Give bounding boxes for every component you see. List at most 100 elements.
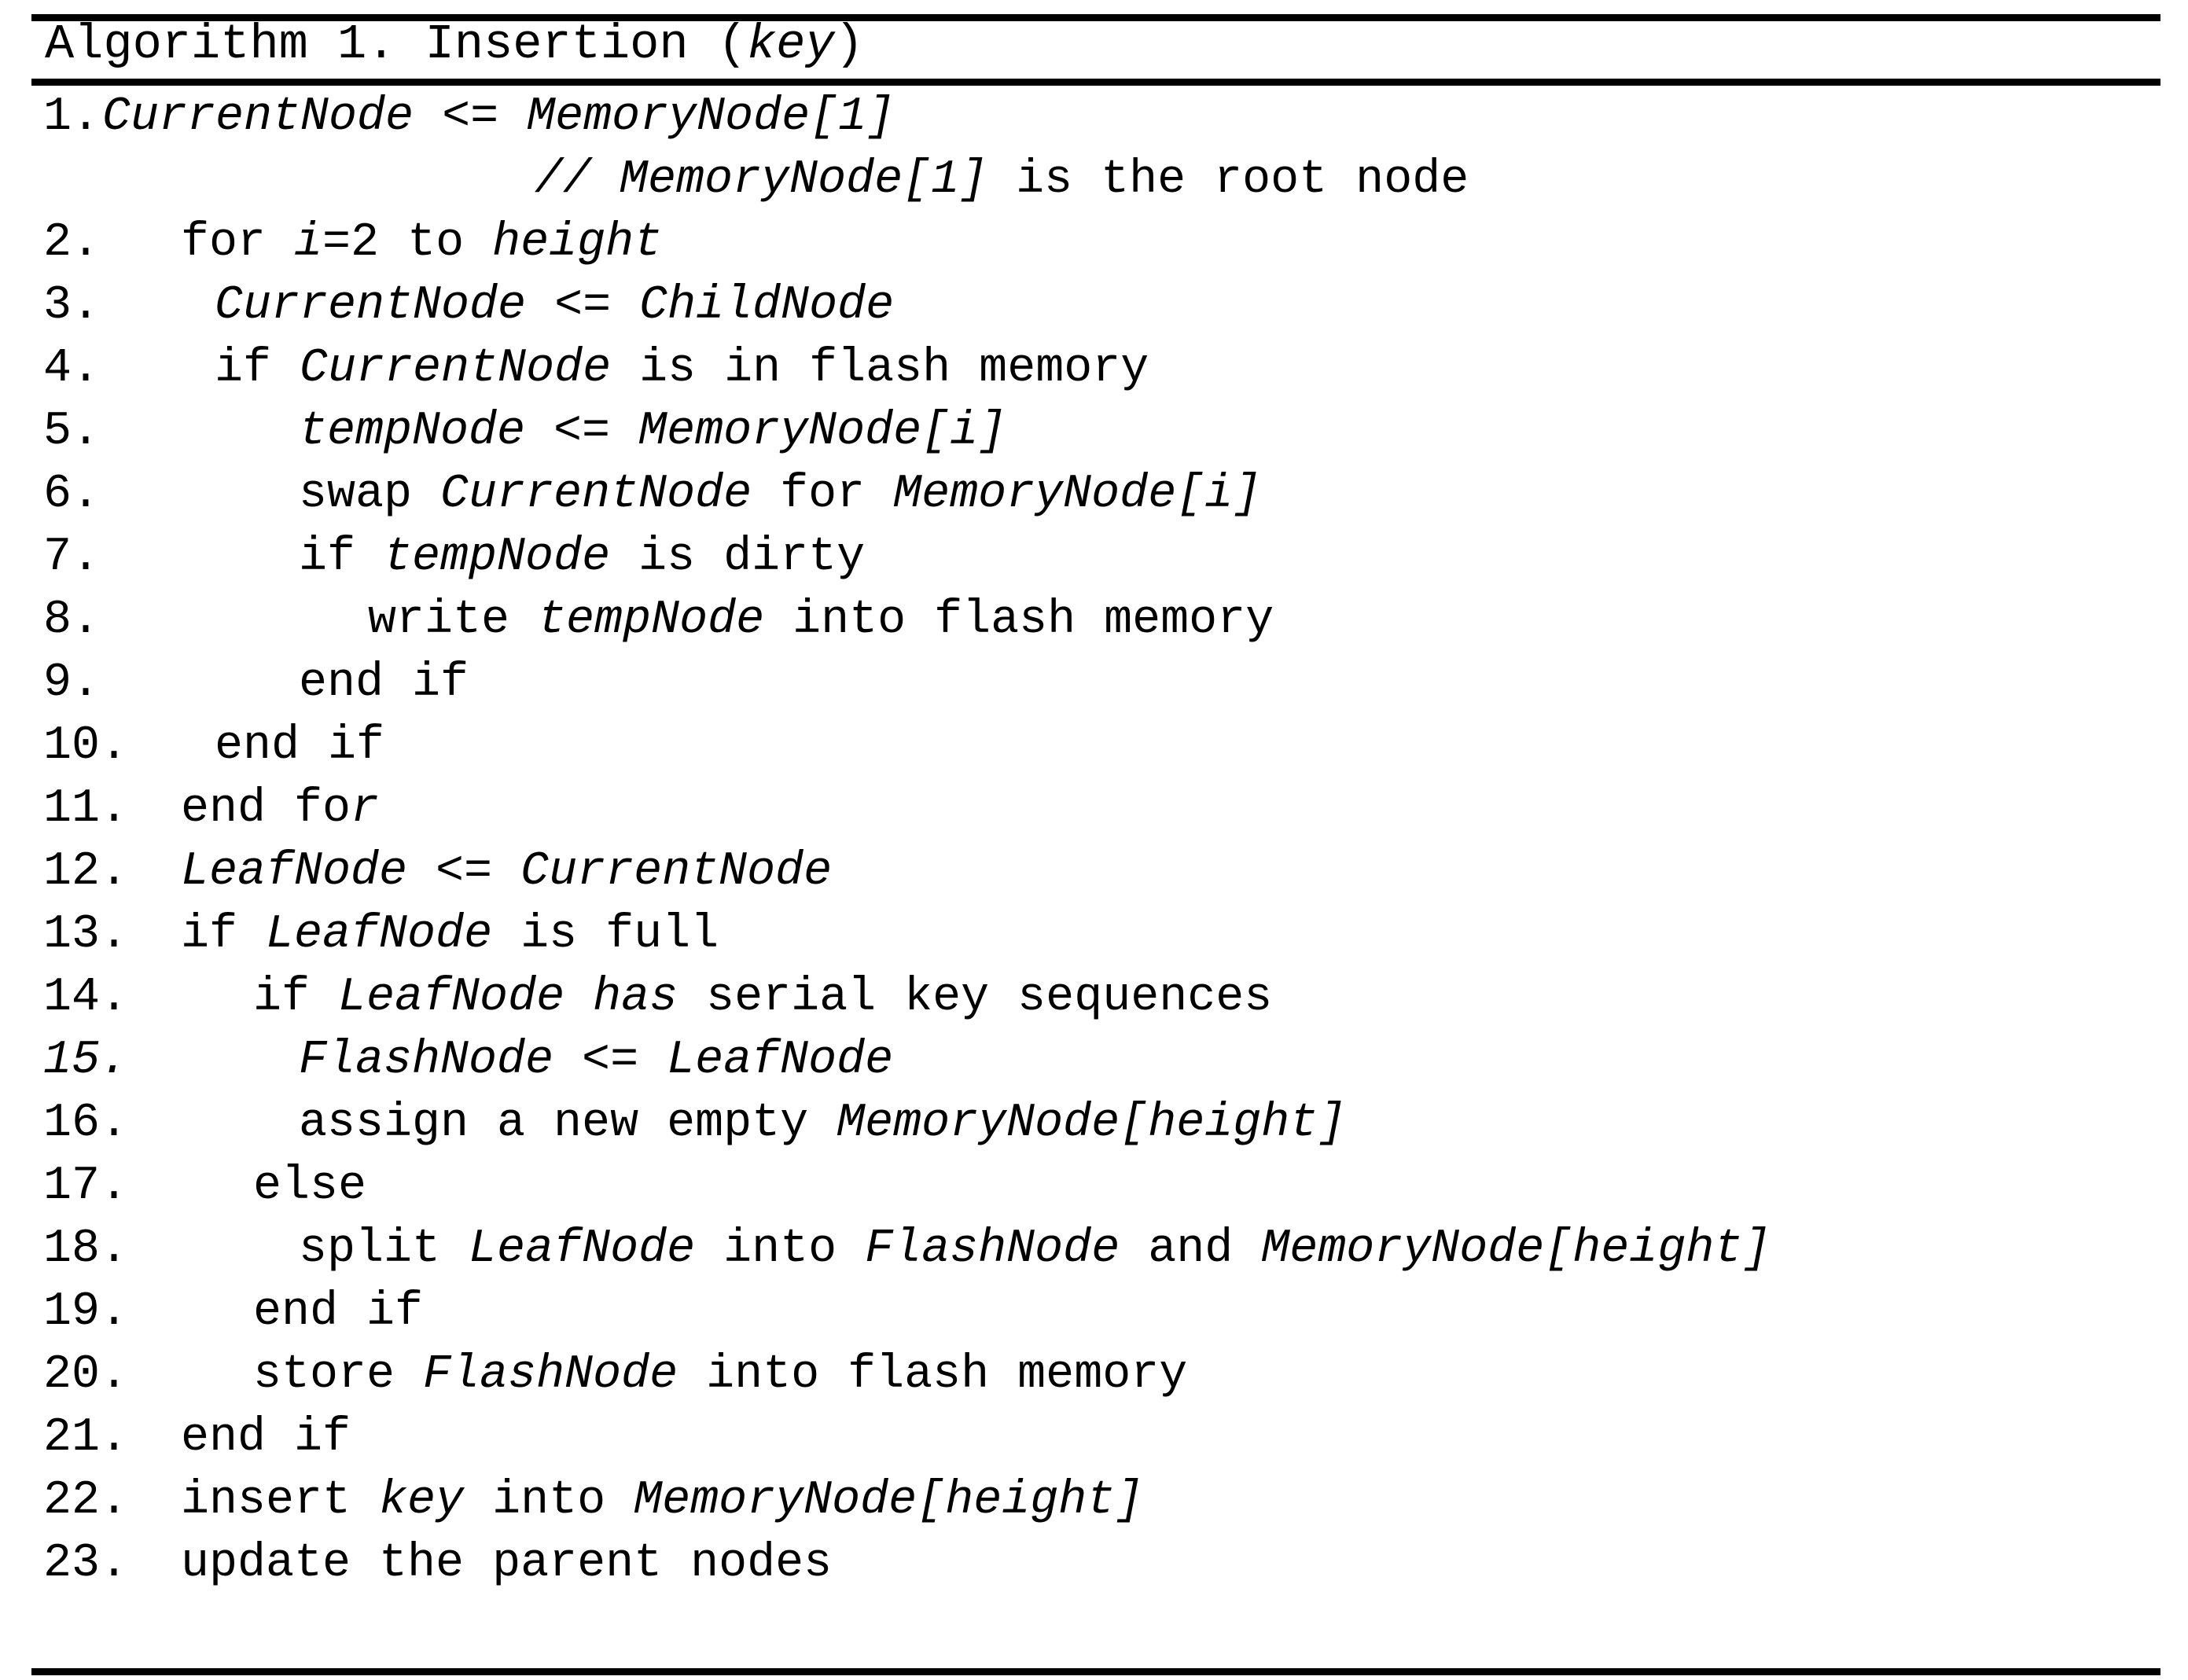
keyword-token: swap xyxy=(299,468,441,521)
keyword-token: store xyxy=(253,1348,424,1402)
keyword-token: insert xyxy=(181,1474,380,1527)
algorithm-title: Algorithm 1. Insertion (key) xyxy=(45,13,864,77)
keyword-token: else xyxy=(253,1160,367,1213)
pseudocode-line: 9. end if xyxy=(0,652,2188,715)
bottom-rule xyxy=(31,1668,2160,1675)
line-text: write tempNode into flash memory xyxy=(368,589,1274,652)
keyword-token: into flash memory xyxy=(678,1348,1188,1402)
line-number: 6. xyxy=(43,468,101,521)
line-text: update the parent nodes xyxy=(181,1532,832,1595)
line-text: if LeafNode has serial key sequences xyxy=(253,966,1272,1029)
line-text: split LeafNode into FlashNode and Memory… xyxy=(299,1218,1771,1281)
keyword-token: into xyxy=(464,1474,634,1527)
identifier-token: MemoryNode[height] xyxy=(1261,1222,1771,1276)
algorithm-title-suffix: ) xyxy=(834,17,864,72)
keyword-token: serial key sequences xyxy=(678,971,1273,1024)
line-number: 15. xyxy=(43,1034,129,1087)
pseudocode-line: 22. insert key into MemoryNode[height] xyxy=(0,1469,2188,1532)
line-text: if tempNode is dirty xyxy=(299,526,865,589)
pseudocode-line: 2. for i=2 to height xyxy=(0,211,2188,274)
pseudocode-line: 5. tempNode <= MemoryNode[i] xyxy=(0,400,2188,463)
identifier-token: tempNode <= MemoryNode[i] xyxy=(299,405,1007,458)
line-number: 18. xyxy=(43,1222,129,1276)
line-text: insert key into MemoryNode[height] xyxy=(181,1469,1143,1532)
keyword-token: and xyxy=(1120,1222,1262,1276)
line-number: 11. xyxy=(43,782,129,836)
line-number: 9. xyxy=(43,656,101,710)
pseudocode-line: 11. end for xyxy=(0,778,2188,840)
keyword-token: end if xyxy=(181,1411,351,1465)
identifier-token: LeafNode has xyxy=(338,971,678,1024)
line-number: 4. xyxy=(43,342,101,395)
line-number: 8. xyxy=(43,594,101,647)
line-text: assign a new empty MemoryNode[height] xyxy=(299,1092,1346,1155)
keyword-token: if xyxy=(181,908,267,961)
identifier-token: FlashNode xyxy=(865,1222,1120,1276)
line-number: 23. xyxy=(43,1537,129,1590)
keyword-token: end fo xyxy=(181,782,351,836)
line-text: end for xyxy=(181,778,379,840)
keyword-token: end if xyxy=(299,656,469,710)
identifier-token: MemoryNode[height] xyxy=(634,1474,1144,1527)
line-text: LeafNode <= CurrentNode xyxy=(181,840,832,903)
pseudocode-line: 21.end if xyxy=(0,1406,2188,1469)
line-text: end if xyxy=(181,1406,351,1469)
identifier-token: CurrentNode <= MemoryNode[1] xyxy=(102,90,895,144)
identifier-token: MemoryNode[i] xyxy=(893,468,1262,521)
line-number: 14. xyxy=(43,971,129,1024)
identifier-token: // xyxy=(535,153,620,207)
keyword-token: =2 to xyxy=(322,216,493,270)
line-number: 10. xyxy=(43,719,129,773)
pseudocode-line: // MemoryNode[1] is the root node xyxy=(0,149,2188,211)
keyword-token: split xyxy=(299,1222,469,1276)
line-number: 13. xyxy=(43,908,129,961)
keyword-token: is full xyxy=(492,908,719,961)
keyword-token: end if xyxy=(253,1285,424,1339)
line-text: CurrentNode <= MemoryNode[1] xyxy=(102,86,895,149)
pseudocode-line: 23. update the parent nodes xyxy=(0,1532,2188,1595)
pseudocode-line: 16. assign a new empty MemoryNode[height] xyxy=(0,1092,2188,1155)
pseudocode-line: 4. if CurrentNode is in flash memory xyxy=(0,337,2188,400)
line-text: // MemoryNode[1] is the root node xyxy=(535,149,1469,211)
keyword-token: into flash memory xyxy=(764,594,1274,647)
line-number: 16. xyxy=(43,1097,129,1150)
identifier-token: tempNode xyxy=(384,531,611,584)
line-number: 17. xyxy=(43,1160,129,1213)
identifier-token: i xyxy=(294,216,323,270)
identifier-token: MemoryNode[height] xyxy=(837,1097,1347,1150)
title-separator-rule xyxy=(31,79,2160,86)
keyword-token: assign a new empty xyxy=(299,1097,837,1150)
line-text: CurrentNode <= ChildNode xyxy=(215,274,894,337)
identifier-token: FlashNode <= LeafNode xyxy=(299,1034,894,1087)
identifier-token: key xyxy=(379,1474,465,1527)
line-text: if CurrentNode is in flash memory xyxy=(215,337,1149,400)
keyword-token: end if xyxy=(215,719,385,773)
line-number: 3. xyxy=(43,279,101,333)
identifier-token: CurrentNode xyxy=(440,468,752,521)
line-text: end if xyxy=(215,715,384,778)
pseudocode-line: 10. end if xyxy=(0,715,2188,778)
line-number: 20. xyxy=(43,1348,129,1402)
identifier-token: tempNode xyxy=(538,594,765,647)
keyword-token: update the parent nodes xyxy=(181,1537,833,1590)
line-number: 5. xyxy=(43,405,101,458)
line-text: if LeafNode is full xyxy=(181,903,719,966)
keyword-token: if xyxy=(253,971,339,1024)
keyword-token: is dirty xyxy=(610,531,866,584)
pseudocode-body: 1.CurrentNode <= MemoryNode[1]// MemoryN… xyxy=(0,86,2188,1595)
identifier-token: LeafNode xyxy=(469,1222,696,1276)
keyword-token: if xyxy=(299,531,384,584)
line-text: tempNode <= MemoryNode[i] xyxy=(299,400,1006,463)
line-text: swap CurrentNode for MemoryNode[i] xyxy=(299,463,1261,526)
identifier-token: LeafNode xyxy=(266,908,493,961)
keyword-token: write xyxy=(368,594,539,647)
algorithm-title-param: key xyxy=(746,17,835,72)
identifier-token: CurrentNode <= ChildNode xyxy=(215,279,895,333)
line-number: 2. xyxy=(43,216,101,270)
keyword-token: is the root node xyxy=(987,153,1469,207)
line-text: for i=2 to height xyxy=(181,211,662,274)
pseudocode-line: 14. if LeafNode has serial key sequences xyxy=(0,966,2188,1029)
pseudocode-line: 15. FlashNode <= LeafNode xyxy=(0,1029,2188,1092)
line-number: 22. xyxy=(43,1474,129,1527)
